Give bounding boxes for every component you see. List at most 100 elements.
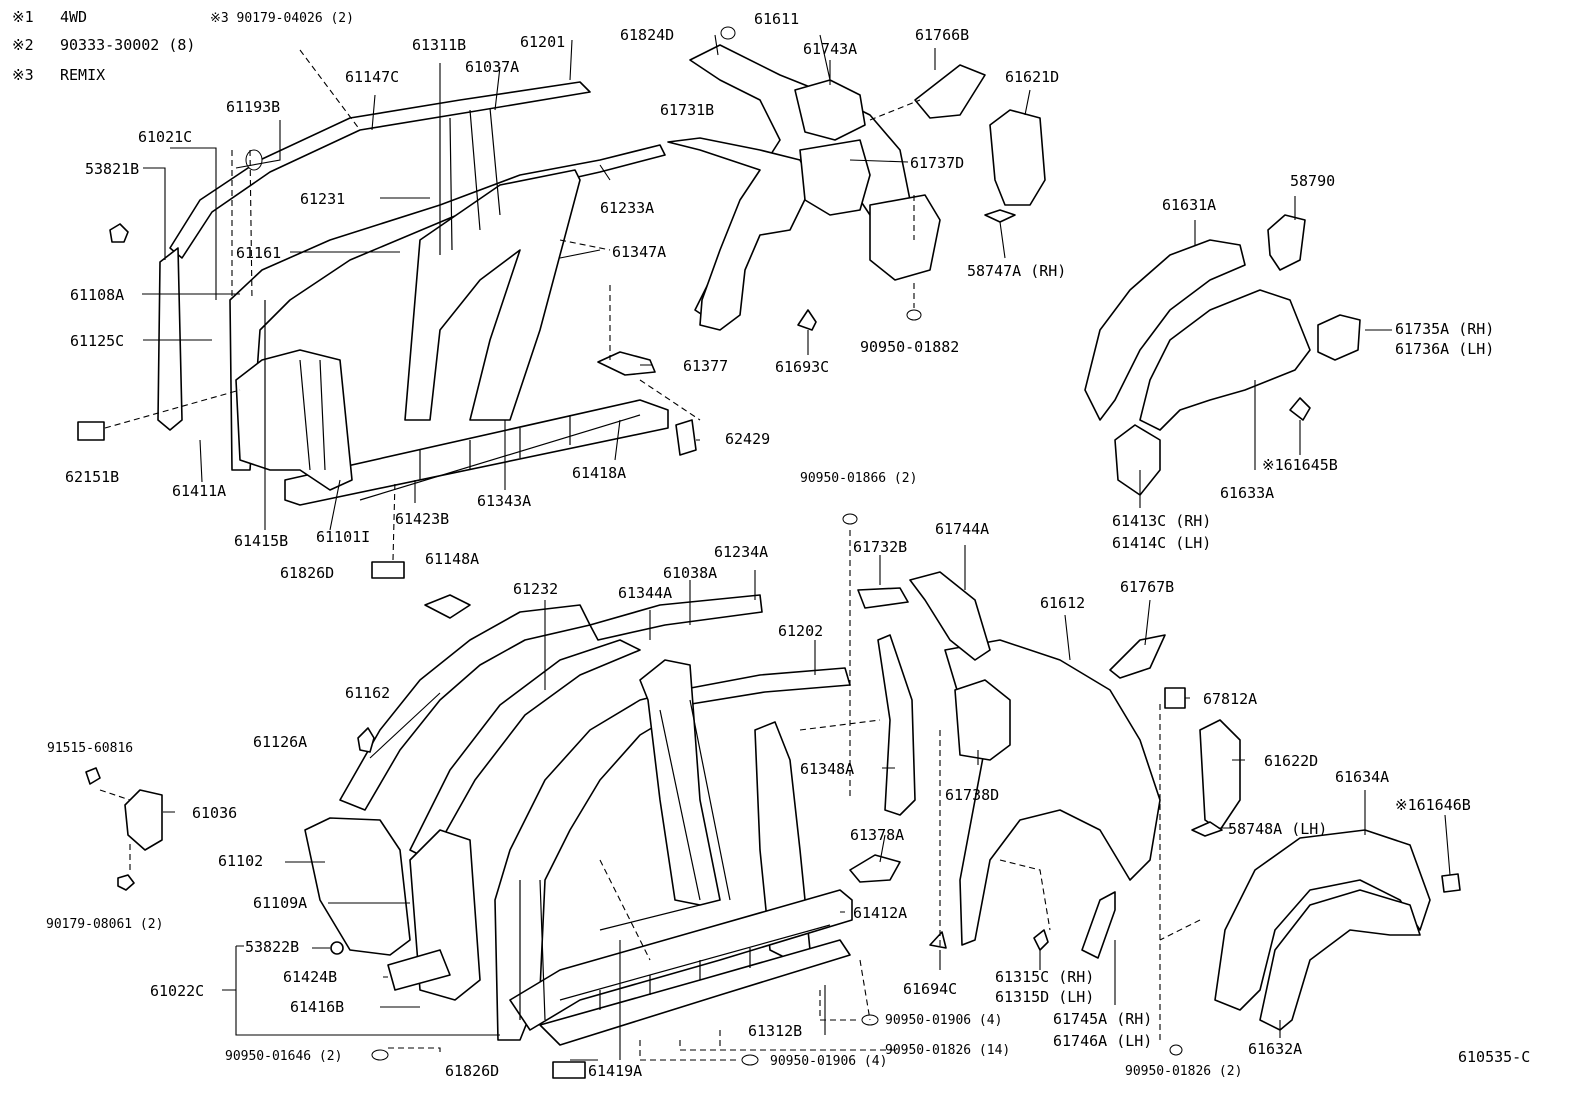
label-61737D: 61737D [910, 154, 964, 172]
plug-53822B [330, 941, 344, 955]
label-61101I: 61101I [316, 528, 370, 546]
label-61202: 61202 [778, 622, 823, 640]
plug-90950-01882 [906, 309, 922, 321]
label-61634A: 61634A [1335, 768, 1389, 786]
pad-62151B [77, 421, 105, 441]
wheelhouse-61632A [1259, 889, 1421, 1031]
notes-legend: ※1 4WD ※2 90333-30002 (8) ※3 REMIX [12, 8, 195, 84]
label-61161: 61161 [236, 244, 281, 262]
label-58790: 58790 [1290, 172, 1335, 190]
extension-61621D [989, 109, 1046, 206]
label-61412A: 61412A [853, 904, 907, 922]
pad-61826D-bottom [552, 1061, 586, 1079]
label-61744A: 61744A [935, 520, 989, 538]
label-67812A: 67812A [1203, 690, 1257, 708]
label-61347A: 61347A [612, 243, 666, 261]
leader-lines [99, 34, 1451, 1061]
plug-53821B [109, 223, 129, 243]
label-61102: 61102 [218, 852, 263, 870]
clip-61126A [357, 727, 375, 753]
label-161646B: ※161646B [1395, 796, 1471, 814]
label-61767B: 61767B [1120, 578, 1174, 596]
label-61746A: 61746A (LH) [1053, 1032, 1152, 1050]
bolt-91515-60816 [85, 767, 101, 785]
label-90950-01646: 90950-01646 (2) [225, 1049, 342, 1064]
wheelhouse-outer-61631A [1084, 239, 1246, 421]
wheelhouse-61634A [1214, 829, 1431, 1011]
front-body-61102 [304, 817, 411, 956]
label-61344A: 61344A [618, 584, 672, 602]
label-61315C: 61315C (RH) [995, 968, 1094, 986]
label-61315D: 61315D (LH) [995, 988, 1094, 1006]
note-text-3: REMIX [60, 66, 105, 84]
label-61612: 61612 [1040, 594, 1085, 612]
note-mark-2: ※2 [12, 36, 34, 54]
label-61416B: 61416B [290, 998, 344, 1016]
label-61414C: 61414C (LH) [1112, 534, 1211, 552]
bracket-61767B [1109, 634, 1166, 679]
plug-61193B [245, 149, 263, 171]
rear-wheel-housing-upper [1084, 214, 1361, 496]
plug-90950-01646 [371, 1049, 389, 1061]
plug-61693C [797, 309, 817, 331]
label-58748A: 58748A (LH) [1228, 820, 1327, 838]
label-61423B: 61423B [395, 510, 449, 528]
label-n3-screw: ※3 90179-04026 (2) [210, 11, 354, 26]
brace-61745A [1081, 891, 1116, 959]
reinforcement-61424B [387, 949, 451, 991]
plug-90950-01906-b [741, 1054, 759, 1066]
label-61378A: 61378A [850, 826, 904, 844]
pad-58748A [1191, 821, 1223, 837]
seal-161646B [1441, 873, 1461, 893]
pad-58747A [984, 209, 1016, 223]
bracket-61377 [597, 351, 656, 376]
label-61633A: 61633A [1220, 484, 1274, 502]
label-61231: 61231 [300, 190, 345, 208]
clip-61315C [1033, 929, 1049, 951]
label-61731B: 61731B [660, 101, 714, 119]
label-90950-01882: 90950-01882 [860, 338, 959, 356]
front-pillar-61162 [339, 604, 591, 811]
brace-58790 [1267, 214, 1306, 271]
label-61826D-bottom: 61826D [445, 1062, 499, 1080]
label-61743A: 61743A [803, 40, 857, 58]
label-61611: 61611 [754, 10, 799, 28]
bracket-61766B [914, 64, 986, 119]
front-body-61101I [235, 349, 353, 491]
center-pillar-inner [404, 169, 581, 421]
label-61622D: 61622D [1264, 752, 1318, 770]
label-61766B: 61766B [915, 26, 969, 44]
label-61232: 61232 [513, 580, 558, 598]
label-61037A: 61037A [465, 58, 519, 76]
panel-61744A [909, 571, 991, 661]
pad-61826D-top [371, 561, 405, 579]
label-61193B: 61193B [226, 98, 280, 116]
label-61694C: 61694C [903, 980, 957, 998]
label-61348A: 61348A [800, 760, 854, 778]
gusset-61413C [1114, 424, 1161, 496]
part-labels: ※3 90179-04026 (2) 61311B 61201 61037A 6… [46, 10, 1530, 1080]
label-61415B: 61415B [234, 532, 288, 550]
label-61312B: 61312B [748, 1022, 802, 1040]
rocker-outer-61412A [509, 889, 853, 1031]
label-58747A: 58747A (RH) [967, 262, 1066, 280]
label-61109A: 61109A [253, 894, 307, 912]
label-61732B: 61732B [853, 538, 907, 556]
label-61021C: 61021C [138, 128, 192, 146]
label-61418A: 61418A [572, 464, 626, 482]
bracket-61148A [424, 594, 471, 619]
gusset-61378A [849, 854, 901, 883]
label-61621D: 61621D [1005, 68, 1059, 86]
roof-rail-61202 [679, 667, 851, 706]
label-61108A: 61108A [70, 286, 124, 304]
label-61419A: 61419A [588, 1062, 642, 1080]
label-61411A: 61411A [172, 482, 226, 500]
plug-61824D [720, 26, 736, 40]
quarter-inner-61611 [667, 44, 941, 331]
outer-body-side [304, 594, 853, 1046]
label-61824D: 61824D [620, 26, 674, 44]
extension-61622D [1199, 719, 1241, 831]
pillar-61348A [877, 634, 916, 816]
plug-90950-01826-b [1169, 1044, 1183, 1056]
